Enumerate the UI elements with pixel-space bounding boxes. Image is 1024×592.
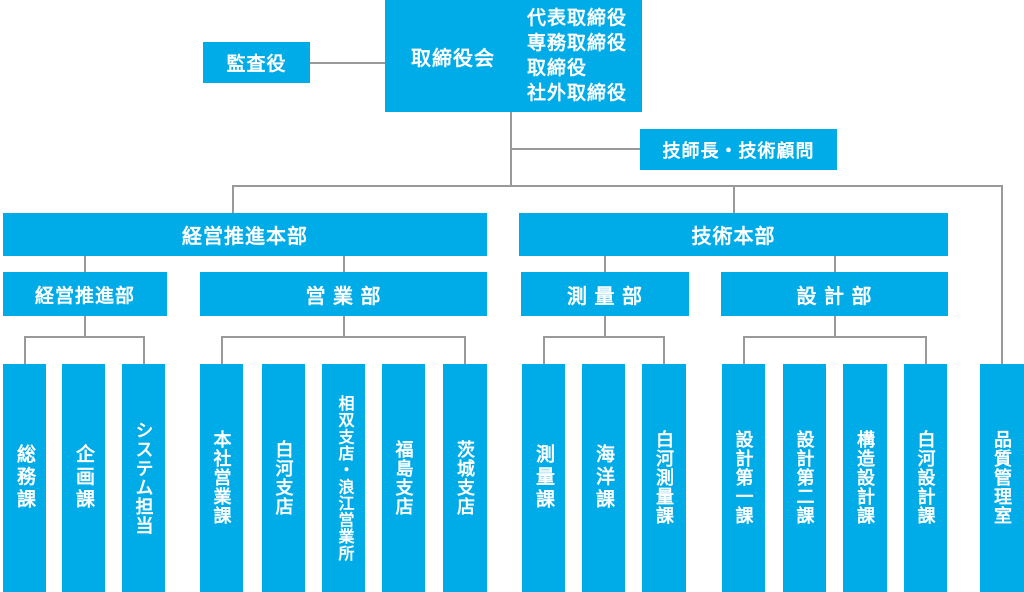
connector-line xyxy=(84,316,86,337)
node-label: 白河設計課 xyxy=(915,430,936,526)
node-label: 構造設計課 xyxy=(855,430,875,526)
connector-line xyxy=(343,316,345,337)
connector-line xyxy=(543,336,545,365)
node-label: 経営推進本部 xyxy=(182,226,308,248)
node-chief-engineer-advisor: 技師長・技術顧問 xyxy=(640,129,837,170)
node-marine-section: 海洋課 xyxy=(582,364,625,592)
node-label: 白河支店 xyxy=(273,439,294,517)
connector-line xyxy=(733,185,735,213)
node-fukushima-branch: 福島支店 xyxy=(382,364,425,592)
connector-line xyxy=(834,256,836,273)
node-label: 企画課 xyxy=(73,444,94,512)
node-survey-section: 測量課 xyxy=(522,364,565,592)
node-label: 技術本部 xyxy=(691,226,776,248)
connector-line xyxy=(221,336,223,365)
node-ibaraki-branch: 茨城支店 xyxy=(443,364,487,592)
node-label: 本社営業課 xyxy=(211,430,232,526)
board-roles-list: 代表取締役 専務取締役 取締役 社外取締役 xyxy=(527,6,627,106)
node-quality-control-office: 品質管理室 xyxy=(980,364,1024,592)
node-system-team: システム担当 xyxy=(122,364,165,592)
node-design-section-2: 設計第二課 xyxy=(783,364,826,592)
connector-line xyxy=(511,148,640,150)
node-hq-management-promotion: 経営推進本部 xyxy=(3,213,487,256)
node-general-affairs-section: 総務課 xyxy=(3,364,46,592)
board-role: 代表取締役 xyxy=(527,8,628,29)
connector-line xyxy=(24,336,145,338)
node-label: 白河測量課 xyxy=(654,430,674,526)
node-label: 設 計 部 xyxy=(796,285,873,308)
node-sousou-branch-namie-office: 相双支店・浪江営業所 xyxy=(322,364,365,592)
node-board-of-directors: 取締役会 代表取締役 専務取締役 取締役 社外取締役 xyxy=(385,0,642,112)
node-label: 海洋課 xyxy=(593,444,614,512)
node-label: 設計第二課 xyxy=(794,430,815,526)
connector-line xyxy=(343,256,345,273)
node-label: 品質管理室 xyxy=(992,430,1012,526)
node-planning-section: 企画課 xyxy=(62,364,105,592)
node-auditor: 監査役 xyxy=(203,42,310,83)
node-structural-design-section: 構造設計課 xyxy=(843,364,887,592)
node-dept-management-promotion: 経営推進部 xyxy=(3,272,167,316)
node-hq-technical: 技術本部 xyxy=(519,213,948,256)
node-label: 営 業 部 xyxy=(305,285,382,308)
node-dept-sales: 営 業 部 xyxy=(200,272,487,316)
node-dept-survey: 測 量 部 xyxy=(521,272,689,316)
connector-line xyxy=(232,185,234,213)
node-label: システム担当 xyxy=(133,420,154,536)
connector-line xyxy=(24,336,26,365)
node-label: 監査役 xyxy=(226,54,287,75)
node-label: 経営推進部 xyxy=(34,285,135,307)
connector-line xyxy=(604,256,606,273)
connector-line xyxy=(221,336,466,338)
connector-line xyxy=(464,336,466,365)
node-label: 相双支店・浪江営業所 xyxy=(335,394,353,562)
connector-line xyxy=(604,316,606,337)
connector-line xyxy=(1001,185,1003,365)
connector-line xyxy=(84,256,86,273)
connector-line xyxy=(743,336,745,365)
node-label: 取締役会 xyxy=(411,47,495,70)
connector-line xyxy=(925,336,927,365)
node-design-section-1: 設計第一課 xyxy=(722,364,765,592)
connector-line xyxy=(743,336,927,338)
node-label: 測量課 xyxy=(533,444,554,512)
connector-line xyxy=(834,316,836,337)
connector-line xyxy=(543,336,665,338)
connector-line xyxy=(663,336,665,365)
node-shirakawa-branch: 白河支店 xyxy=(262,364,305,592)
node-label: 茨城支店 xyxy=(455,439,475,517)
node-label: 設計第一課 xyxy=(733,430,754,526)
node-label: 福島支店 xyxy=(393,439,414,517)
node-label: 技師長・技術顧問 xyxy=(662,140,815,161)
node-label: 総務課 xyxy=(14,444,35,512)
board-role: 社外取締役 xyxy=(527,83,628,104)
connector-line xyxy=(143,336,145,365)
node-label: 測 量 部 xyxy=(566,285,644,308)
connector-line xyxy=(232,185,1003,187)
node-dept-design: 設 計 部 xyxy=(721,272,948,316)
node-shirakawa-survey-section: 白河測量課 xyxy=(642,364,686,592)
node-shirakawa-design-section: 白河設計課 xyxy=(904,364,947,592)
board-role: 専務取締役 xyxy=(527,33,628,54)
node-head-office-sales-section: 本社営業課 xyxy=(200,364,243,592)
board-role: 取締役 xyxy=(527,58,588,79)
connector-line xyxy=(310,62,385,64)
